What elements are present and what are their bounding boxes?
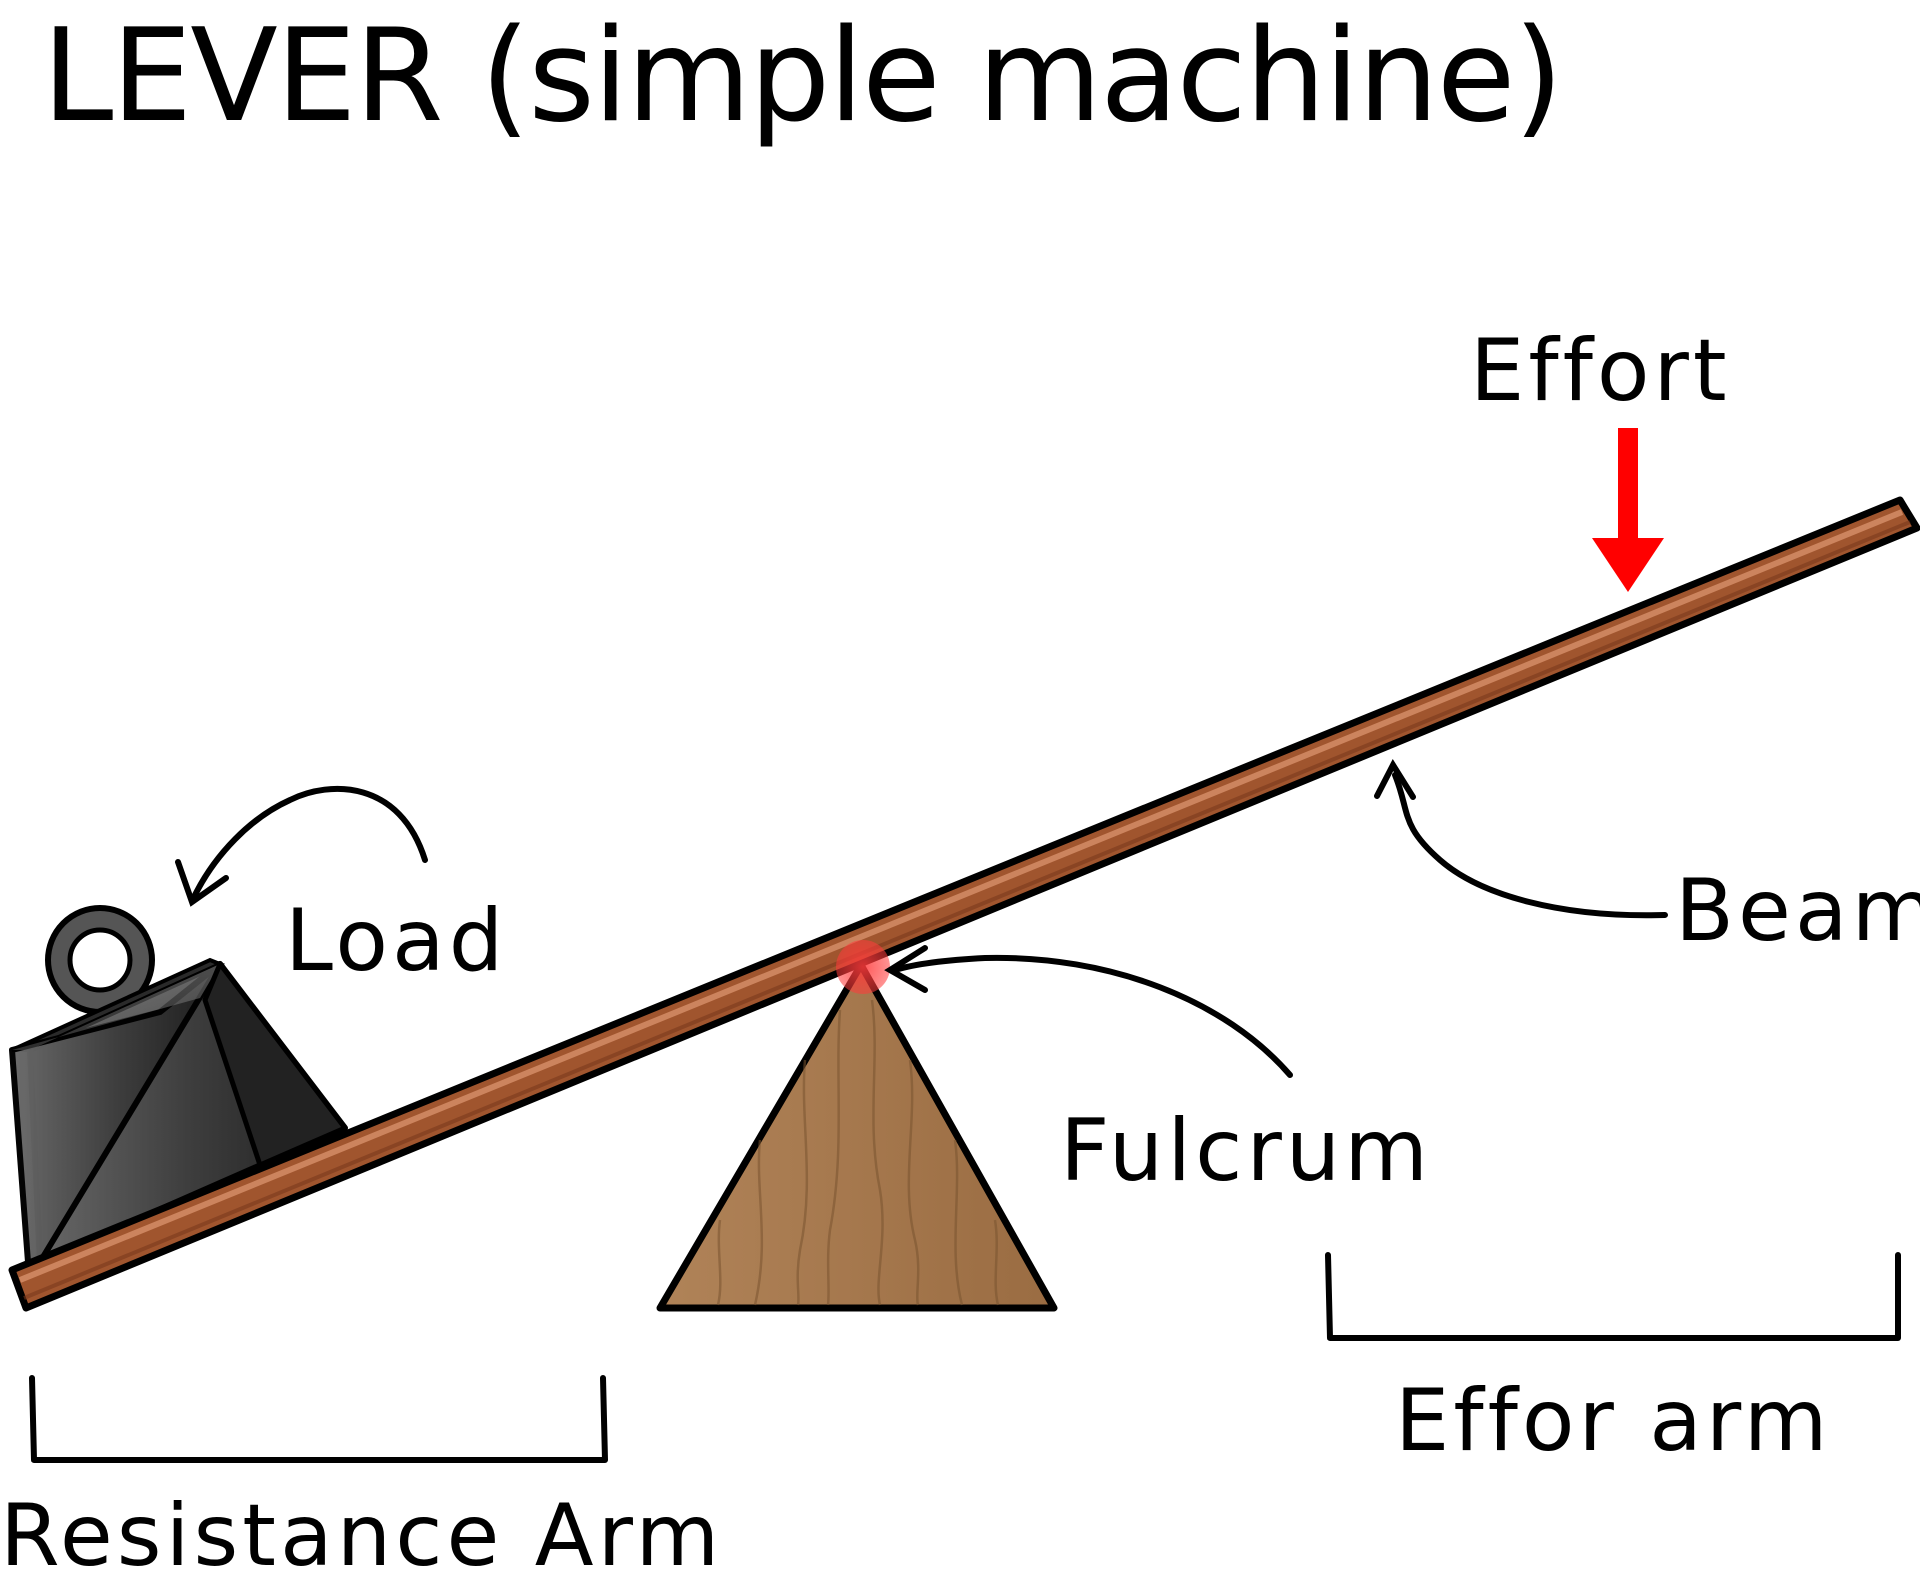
effort-label: Effort [1470,321,1731,421]
pivot-dot [836,940,890,994]
effort-arm-label: Effor arm [1395,1371,1832,1471]
resistance-arm-label: Resistance Arm [0,1486,723,1578]
effort-arm-bracket [1325,1252,1901,1341]
beam [8,496,1920,1312]
fulcrum-label: Fulcrum [1060,1101,1432,1201]
page-title: LEVER (simple machine) [42,2,1561,151]
beam-label: Beam [1675,861,1920,961]
load-label: Load [285,891,507,991]
load-pointer-arrow [175,785,428,907]
weight-ring [45,905,155,1015]
fulcrum-triangle [656,961,1058,1312]
beam-pointer-arrow [1374,758,1668,919]
fulcrum-pointer-arrow [884,945,1293,1078]
effort-arrow [1592,428,1664,592]
resistance-arm-bracket [29,1375,608,1463]
load-weight [9,905,348,1265]
